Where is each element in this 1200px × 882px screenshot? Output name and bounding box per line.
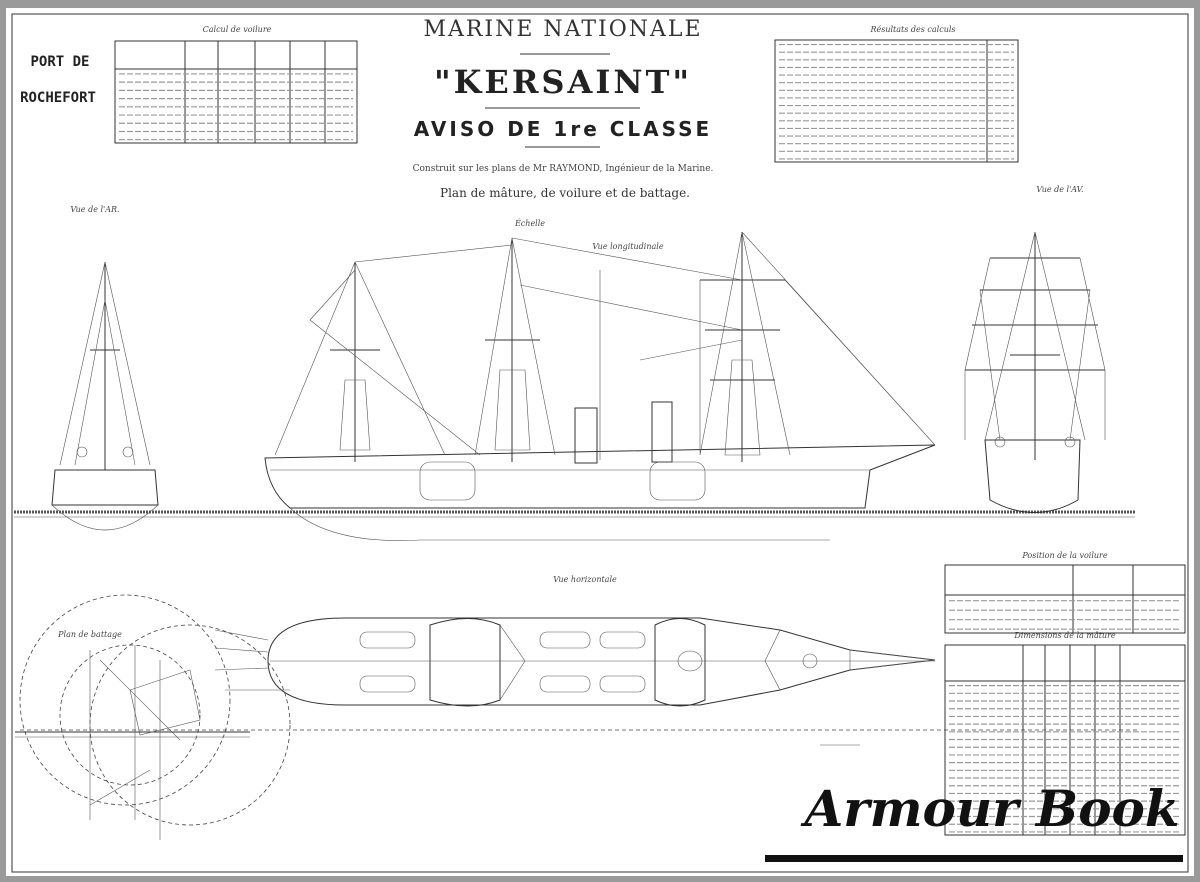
mast-dimensions-table bbox=[944, 644, 1186, 836]
side-view-ship bbox=[264, 231, 936, 541]
armour-book-watermark: Armour Book bbox=[800, 779, 1179, 838]
table-rule bbox=[944, 644, 1186, 836]
results-table bbox=[774, 39, 1019, 163]
table-rule bbox=[114, 40, 358, 144]
watermark-bar bbox=[765, 855, 1183, 862]
sheet-border bbox=[11, 13, 1189, 873]
org-title: MARINE NATIONALE bbox=[423, 17, 702, 42]
battage-label: Plan de battage bbox=[57, 630, 122, 639]
funnel-fore bbox=[574, 407, 598, 464]
sail-position-table bbox=[944, 564, 1186, 634]
ship-name: "KERSAINT" bbox=[434, 63, 692, 101]
stern-view-label: Vue de l'AR. bbox=[70, 205, 119, 214]
scale-note: Échelle bbox=[514, 219, 545, 228]
stern-view-ship bbox=[51, 261, 159, 531]
hull-side bbox=[264, 444, 936, 509]
designer-line: Construit sur les plans de Mr RAYMOND, I… bbox=[413, 163, 714, 174]
sail-calc-table bbox=[114, 40, 358, 144]
port-line1: PORT DE bbox=[30, 54, 89, 70]
battage-diagram bbox=[15, 594, 291, 840]
mast-dimensions-title: Dimensions de la mâture bbox=[1013, 631, 1116, 640]
bow-view-ship bbox=[964, 231, 1106, 513]
ship-class: AVISO DE 1re CLASSE bbox=[414, 117, 712, 141]
sail-calc-title: Calcul de voilure bbox=[203, 25, 272, 34]
longitudinal-view-label: Vue longitudinale bbox=[592, 242, 663, 251]
horizontal-view-label: Vue horizontale bbox=[553, 575, 617, 584]
top-view-ship bbox=[20, 617, 1140, 731]
bow-view-label: Vue de l'AV. bbox=[1036, 185, 1083, 194]
port-line2: ROCHEFORT bbox=[20, 90, 96, 106]
sail-position-title: Position de la voilure bbox=[1021, 551, 1108, 560]
results-title: Résultats des calculs bbox=[869, 25, 955, 34]
table-rule bbox=[944, 564, 1186, 634]
plan-title: Plan de mâture, de voilure et de battage… bbox=[440, 186, 690, 200]
